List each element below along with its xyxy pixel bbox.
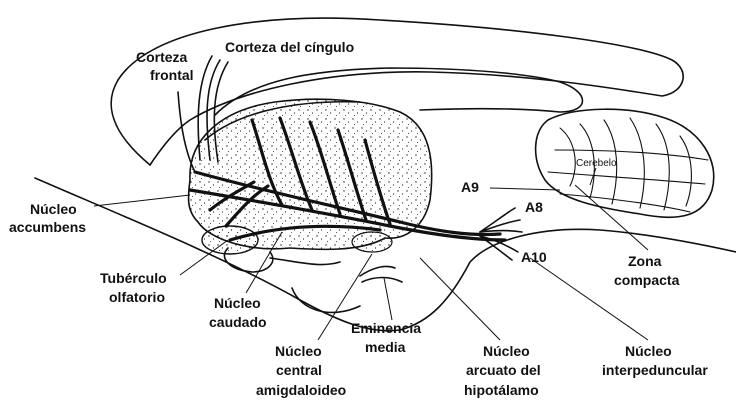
label-eminencia-1: Eminencia <box>351 320 421 336</box>
label-tuberculo-1: Tubérculo <box>100 270 167 286</box>
label-interpeduncular-2: interpeduncular <box>602 362 708 378</box>
label-caudado-1: Núcleo <box>214 295 261 311</box>
label-a9: A9 <box>461 179 479 195</box>
label-nucleo-accumbens-2: accumbens <box>9 219 86 235</box>
label-caudado-2: caudado <box>209 314 267 330</box>
label-arcuato-2: arcuato del <box>466 362 541 378</box>
label-zona-2: compacta <box>614 272 680 288</box>
label-central-3: amigdaloideo <box>256 382 346 398</box>
cerebellum <box>536 109 714 217</box>
label-arcuato-1: Núcleo <box>483 343 530 359</box>
label-central-2: central <box>276 362 322 378</box>
label-corteza-frontal-1: Corteza <box>136 49 188 65</box>
label-central-1: Núcleo <box>275 343 322 359</box>
label-tuberculo-2: olfatorio <box>109 289 165 305</box>
label-interpeduncular-1: Núcleo <box>625 343 672 359</box>
label-corteza-frontal-2: frontal <box>150 67 194 83</box>
label-arcuato-3: hipotálamo <box>464 382 539 398</box>
label-zona-1: Zona <box>628 253 662 269</box>
label-cerebelo: Cerebelo <box>576 158 617 169</box>
label-a8: A8 <box>525 199 543 215</box>
label-corteza-cingulo: Corteza del cíngulo <box>225 39 354 55</box>
label-a10: A10 <box>521 249 547 265</box>
label-eminencia-2: media <box>365 339 406 355</box>
label-nucleo-accumbens-1: Núcleo <box>30 201 77 217</box>
